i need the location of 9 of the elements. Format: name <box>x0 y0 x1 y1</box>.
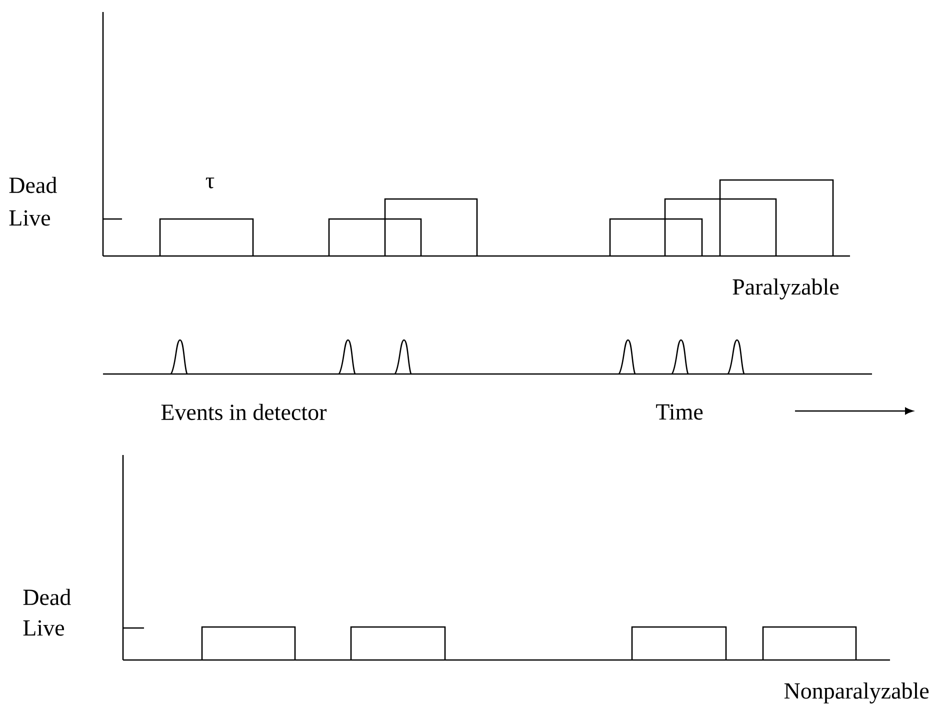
dead-time-symbol: τ <box>206 178 214 188</box>
axis-label: Live <box>9 210 50 226</box>
panel-label: Paralyzable <box>732 278 839 300</box>
axis-label: Dead <box>9 176 57 194</box>
axis-label: Live <box>23 620 64 636</box>
axis-label: Dead <box>23 588 71 606</box>
panel-label: Nonparalyzable <box>784 682 929 704</box>
axis-label: Time <box>656 404 703 420</box>
axis-label: Events in detector <box>161 404 327 420</box>
